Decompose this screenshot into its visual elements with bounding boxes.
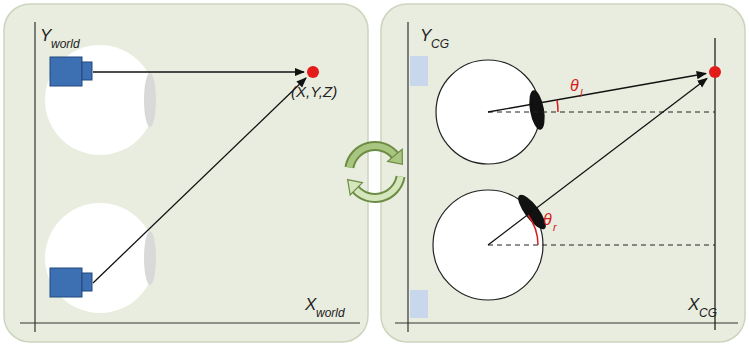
axis-subscript: world <box>316 307 345 319</box>
axis-subscript: CG <box>431 38 449 50</box>
axis-letter: Y <box>40 27 51 44</box>
axis-subscript: world <box>51 38 80 50</box>
ray-arrow <box>93 78 306 283</box>
reference-line <box>488 112 715 113</box>
pupil <box>527 89 548 131</box>
axis-letter: Y <box>420 27 431 44</box>
point-label: (X,Y,Z) <box>291 84 337 99</box>
angle-arc <box>557 100 558 112</box>
gaze-arrow <box>488 79 707 246</box>
eyeball <box>45 45 155 155</box>
angle-arc <box>528 215 538 245</box>
camera-body <box>50 57 82 86</box>
gaze-arrow <box>488 74 706 113</box>
cornea <box>144 231 156 285</box>
cycle-arrowhead <box>388 149 403 164</box>
angle-symbol: θ <box>570 78 579 94</box>
axis-subscript: CG <box>699 307 717 319</box>
cornea <box>144 73 156 127</box>
axis-letter: X <box>305 296 316 313</box>
right-panel <box>381 4 745 342</box>
target-point <box>709 66 721 78</box>
left-panel <box>4 4 368 342</box>
target-point <box>307 66 319 78</box>
cycle-arrow <box>349 146 395 167</box>
x-axis <box>395 322 738 323</box>
ray-arrow <box>93 71 304 72</box>
camera-lens <box>82 62 92 80</box>
eyeball <box>45 203 155 313</box>
cycle-arrowhead <box>348 180 363 195</box>
cycle-arrow <box>355 177 401 198</box>
y-axis <box>407 22 408 332</box>
camera-ghost <box>410 290 428 318</box>
reference-line <box>488 245 715 246</box>
x-axis <box>20 322 360 323</box>
angle-symbol: θ <box>543 212 552 228</box>
axis-letter: X <box>688 296 699 313</box>
cycle-arrow <box>349 146 395 167</box>
angle-subscript: r <box>553 222 557 233</box>
cycle-arrow <box>355 177 401 198</box>
camera-lens <box>82 273 92 291</box>
target-plane <box>714 38 715 330</box>
camera-ghost <box>410 56 428 86</box>
angle-subscript: l <box>580 88 582 99</box>
camera-body <box>50 268 82 297</box>
y-axis <box>34 22 35 332</box>
